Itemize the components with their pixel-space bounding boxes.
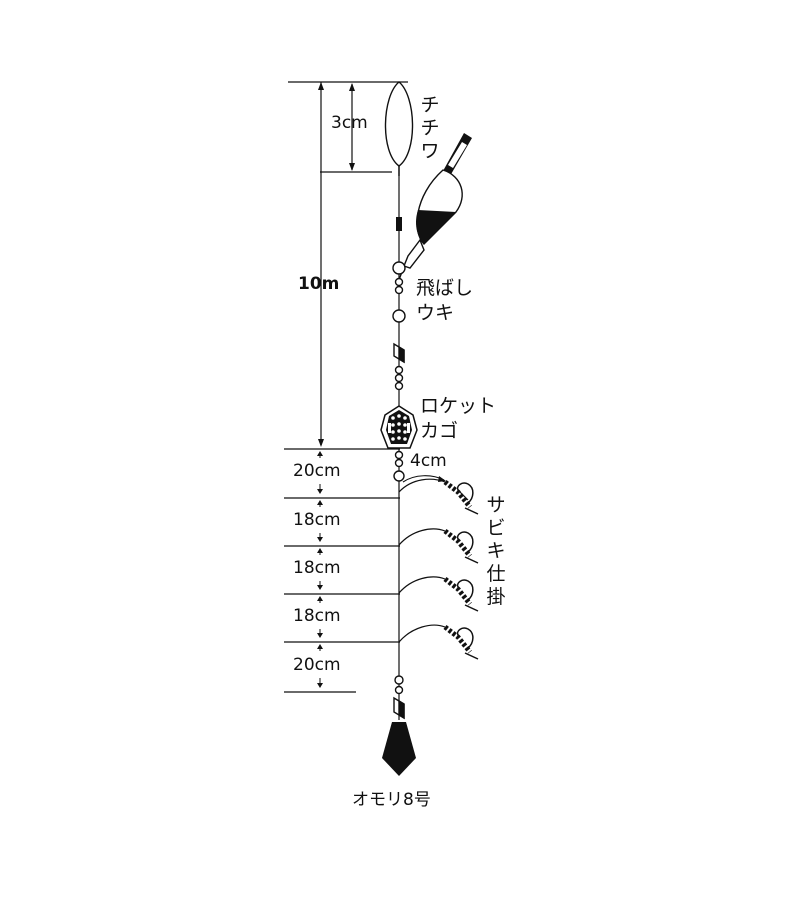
interval-label: 18cm [293, 510, 341, 530]
omori-label: オモリ8号 [352, 790, 431, 810]
label-char: サ [486, 494, 506, 516]
swivel-upper [393, 342, 405, 391]
swivel-ring [394, 277, 404, 287]
bead [392, 261, 406, 275]
rocket-kago-label-line2: カゴ [420, 420, 459, 442]
branch-hook [398, 478, 479, 515]
label-char: キ [486, 540, 506, 562]
chichiwa-float [384, 81, 414, 176]
sabiki-shikake-label: サ ビ キ 仕 掛 [484, 494, 508, 609]
label-char: ビ [486, 517, 506, 539]
branch-hook [398, 576, 479, 612]
interval-label: 20cm [293, 655, 341, 675]
dim-3cm-label: 3cm [331, 113, 368, 133]
chichiwa-label: チ チ ワ [418, 94, 442, 163]
rocket-kago [380, 405, 418, 449]
rocket-kago-label-line1: ロケット [420, 395, 497, 417]
dim-10m-label: 10m [298, 274, 340, 294]
label-char: チ [420, 94, 440, 116]
dim-10m-arrow-bottom [318, 439, 324, 447]
interval-arrows [317, 451, 323, 494]
label-char: チ [420, 117, 440, 139]
tobashi-uki-float [398, 133, 472, 281]
swivel-lower [393, 450, 405, 482]
bead [392, 309, 406, 323]
bottom-swivel [393, 675, 405, 720]
dim-3cm-arrow-top [349, 83, 355, 91]
branch-hook [398, 528, 479, 564]
interval-arrows [317, 548, 323, 590]
label-char: ワ [420, 140, 440, 162]
interval-label: 20cm [293, 461, 341, 481]
interval-arrows [317, 596, 323, 638]
interval-label: 18cm [293, 558, 341, 578]
tobashi-uki-label-line1: 飛ばし [416, 277, 474, 299]
dim-10m-arrow-top [318, 82, 324, 90]
interval-arrows [317, 500, 323, 542]
interval-arrows [317, 644, 323, 688]
dim-4cm-label: 4cm [410, 451, 447, 471]
line-sleeve [396, 217, 402, 231]
dim-3cm-arrow-bottom [349, 163, 355, 171]
label-char: 掛 [486, 586, 506, 608]
swivel-ring [394, 285, 404, 295]
tobashi-uki-label-line2: ウキ [416, 302, 455, 324]
label-char: 仕 [486, 563, 506, 585]
sinker [382, 722, 416, 776]
branch-hook [398, 624, 479, 660]
interval-label: 18cm [293, 606, 341, 626]
dim-4cm-arc [402, 475, 446, 483]
